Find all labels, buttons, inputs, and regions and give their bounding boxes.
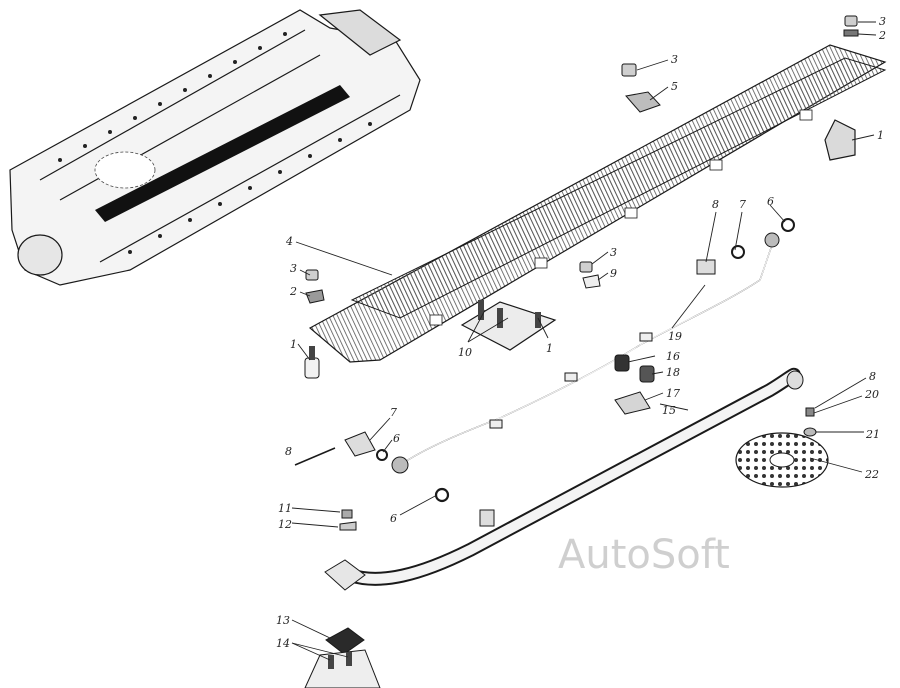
callout-6-left: 6 — [393, 432, 400, 445]
nut-3-mid — [621, 63, 637, 77]
nut-11 — [341, 509, 353, 519]
rod-8-left — [294, 447, 336, 466]
callout-2-left: 2 — [289, 285, 297, 298]
callout-9: 9 — [610, 267, 617, 280]
bracket-10 — [460, 300, 557, 351]
callout-6-right: 6 — [767, 195, 774, 208]
sump-plate — [308, 44, 887, 363]
callout-5: 5 — [671, 80, 678, 93]
callout-2-top-right: 2 — [878, 29, 886, 42]
bracket-1-right — [824, 119, 856, 161]
callout-8-right: 8 — [869, 370, 876, 383]
sleeve-18 — [639, 365, 655, 383]
watermark: AutoSoft — [558, 532, 730, 578]
washer-12 — [339, 521, 357, 531]
strainer-22 — [735, 432, 829, 488]
oil-pickup-tube-15 — [324, 367, 804, 591]
callout-7-right: 7 — [739, 198, 746, 211]
callout-17: 17 — [666, 387, 680, 400]
callout-3-mid: 3 — [671, 53, 678, 66]
callout-20: 20 — [864, 388, 879, 401]
callout-14: 14 — [276, 637, 290, 650]
callout-10: 10 — [458, 346, 472, 359]
callout-1-right: 1 — [877, 129, 884, 142]
crankcase-housing — [9, 9, 421, 286]
callout-18: 18 — [666, 366, 680, 379]
oil-line-19 — [391, 232, 780, 474]
washer-21 — [803, 427, 817, 437]
callout-15: 15 — [662, 404, 676, 417]
fitting-7-left — [344, 431, 388, 461]
callout-1-left: 1 — [290, 338, 297, 351]
callout-7-left: 7 — [390, 406, 397, 419]
callout-22: 22 — [864, 468, 879, 481]
callout-3-top-right: 3 — [879, 15, 886, 28]
lock-plate-5 — [625, 91, 661, 113]
nut-3-left — [305, 269, 319, 281]
callout-8-left: 8 — [285, 445, 292, 458]
clamp-17 — [614, 391, 651, 415]
callout-4: 4 — [285, 235, 293, 248]
washer-6-lower — [434, 487, 450, 503]
callout-21: 21 — [865, 428, 880, 441]
callout-8-top: 8 — [712, 198, 719, 211]
callout-11: 11 — [278, 502, 292, 515]
flange-14 — [304, 649, 381, 688]
callout-19: 19 — [668, 330, 682, 343]
sleeve-16 — [614, 354, 630, 372]
callout-6-lower: 6 — [390, 512, 397, 525]
callout-3-left: 3 — [290, 262, 297, 275]
fitting-7-right — [696, 218, 795, 275]
callout-1-center: 1 — [546, 342, 553, 355]
washer-2-left — [305, 289, 325, 304]
nut-3-top-right — [843, 15, 859, 37]
gasket-13 — [325, 627, 365, 655]
callout-3-center: 3 — [610, 246, 617, 259]
stud-1-left — [304, 346, 320, 379]
callout-12: 12 — [278, 518, 292, 531]
callout-13: 13 — [276, 614, 290, 627]
bolt-20 — [805, 407, 815, 417]
nut-3-center — [579, 261, 593, 273]
washer-9 — [582, 274, 601, 289]
callout-16: 16 — [666, 350, 680, 363]
leader-lines — [291, 21, 877, 661]
callout-labels: 4 3 2 1 3 5 3 2 1 3 9 10 1 19 8 7 6 16 1… — [276, 15, 886, 650]
